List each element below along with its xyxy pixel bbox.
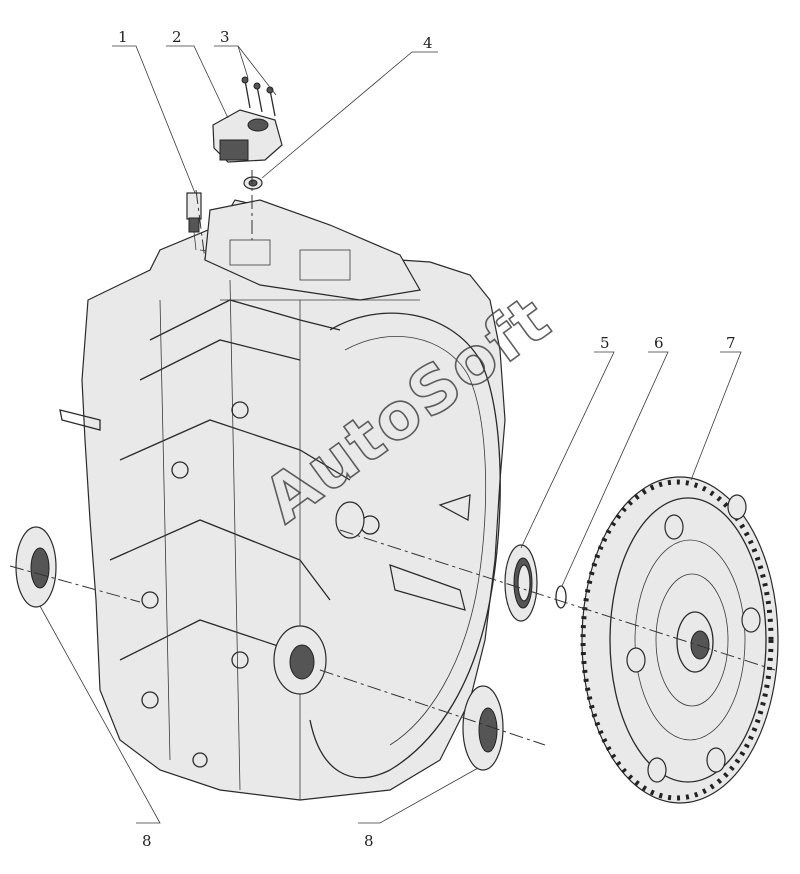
callout-labels: 1 2 3 4 5 6 7 8 8: [118, 28, 736, 850]
part-6-o-ring: [555, 585, 567, 609]
center-axes: [9, 170, 776, 746]
callout-7: 7: [726, 334, 736, 352]
callout-6: 6: [654, 334, 664, 352]
part-7-torque-converter: [580, 476, 779, 804]
callout-2: 2: [172, 28, 182, 46]
leader-lines: [39, 45, 742, 824]
callout-4: 4: [423, 34, 433, 52]
part-8-seal-left: [15, 526, 57, 608]
part-8-seal-right: [462, 685, 504, 771]
callout-5: 5: [600, 334, 610, 352]
callout-1: 1: [118, 28, 128, 46]
callout-8-left: 8: [142, 832, 152, 850]
callout-8-right: 8: [364, 832, 374, 850]
transmission-housing: [59, 199, 506, 801]
callout-3: 3: [220, 28, 230, 46]
part-3-bolts: [241, 76, 276, 117]
part-4-seal-ring: [243, 176, 263, 190]
part-5-oil-seal: [504, 544, 538, 622]
part-2-valve-body-cover: [212, 109, 283, 163]
